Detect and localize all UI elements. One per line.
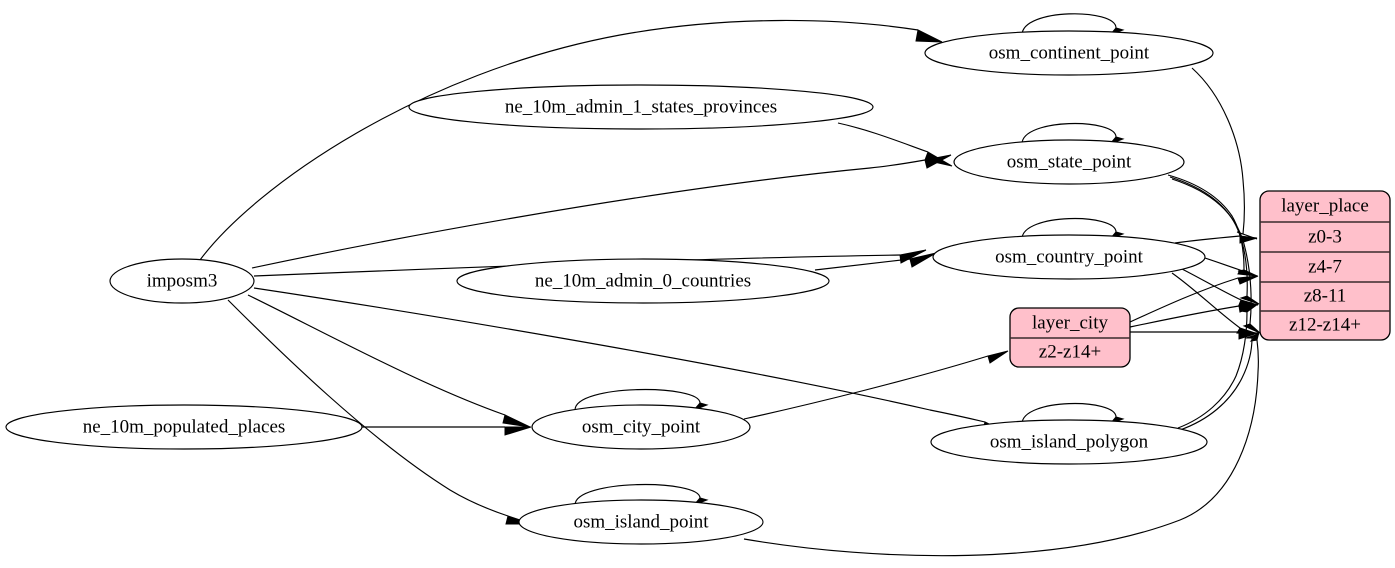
node-label-ne_10m_admin_1_states_provinces: ne_10m_admin_1_states_provinces bbox=[505, 96, 777, 117]
node-ne_10m_admin_0_countries[interactable]: ne_10m_admin_0_countries bbox=[456, 258, 830, 304]
edge-osm_island_point-to-layer_place-z12-z14 bbox=[743, 331, 1260, 557]
edge-layer_city-to-layer_place-z8-11 bbox=[1129, 303, 1259, 328]
edge-osm_city_point-to-layer_city-z2-z14 bbox=[743, 350, 1009, 420]
node-osm_country_point[interactable]: osm_country_point bbox=[932, 234, 1206, 280]
node-ne_10m_admin_1_states_provinces[interactable]: ne_10m_admin_1_states_provinces bbox=[408, 84, 874, 130]
node-osm_state_point[interactable]: osm_state_point bbox=[953, 139, 1185, 185]
node-label-osm_city_point: osm_city_point bbox=[582, 416, 701, 437]
edge-osm_island_polygon-to-layer_place-z8-11 bbox=[1177, 303, 1259, 429]
layer_place-row-z8-11-label: z8-11 bbox=[1304, 285, 1347, 306]
node-label-ne_10m_admin_0_countries: ne_10m_admin_0_countries bbox=[535, 270, 751, 291]
node-label-osm_state_point: osm_state_point bbox=[1007, 151, 1132, 172]
edge-layer_city-to-layer_place-z12-z14 bbox=[1130, 331, 1259, 340]
node-label-osm_country_point: osm_country_point bbox=[995, 246, 1143, 267]
node-osm_island_polygon[interactable]: osm_island_polygon bbox=[930, 419, 1208, 465]
edge-layer_city-to-layer_place-z4-7 bbox=[1129, 275, 1259, 323]
edge-ne_10m_admin_1_states_provinces-to-osm_state_point bbox=[837, 122, 953, 167]
node-ne_10m_populated_places[interactable]: ne_10m_populated_places bbox=[5, 404, 363, 450]
layer_place-header-label: layer_place bbox=[1281, 195, 1369, 216]
edge-osm_island_polygon-to-layer_place-z12-z14 bbox=[1179, 333, 1260, 431]
edge-imposm3-to-osm_city_point bbox=[247, 294, 531, 428]
edge-imposm3-to-osm_state_point bbox=[251, 154, 952, 269]
node-osm_continent_point[interactable]: osm_continent_point bbox=[924, 30, 1214, 76]
layer_place-row-z4-7-label: z4-7 bbox=[1308, 256, 1342, 277]
edge-ne_10m_populated_places-to-osm_city_point bbox=[362, 426, 532, 436]
layer_place-row-z12-z14-label: z12-z14+ bbox=[1289, 314, 1361, 335]
node-osm_island_point[interactable]: osm_island_point bbox=[518, 499, 764, 545]
node-label-osm_island_polygon: osm_island_polygon bbox=[990, 431, 1149, 452]
layer_city-header-label: layer_city bbox=[1032, 312, 1108, 333]
edge-imposm3-to-osm_continent_point bbox=[199, 19, 943, 261]
layer_city-row-z2-z14-label: z2-z14+ bbox=[1039, 341, 1101, 362]
edge-osm_continent_point-to-layer_place-z0-3 bbox=[1191, 67, 1258, 240]
node-label-osm_island_point: osm_island_point bbox=[573, 511, 709, 532]
node-label-osm_continent_point: osm_continent_point bbox=[989, 42, 1150, 63]
node-label-imposm3: imposm3 bbox=[147, 270, 218, 291]
edge-ne_10m_admin_0_countries-to-osm_country_point bbox=[814, 252, 937, 271]
node-label-ne_10m_populated_places: ne_10m_populated_places bbox=[83, 416, 286, 437]
edge-osm_country_point-to-layer_place-z8-11 bbox=[1179, 267, 1259, 306]
node-imposm3[interactable]: imposm3 bbox=[109, 258, 255, 304]
layer_place-row-z0-3-label: z0-3 bbox=[1308, 226, 1342, 247]
node-layer_city[interactable]: layer_city z2-z14+ bbox=[1009, 307, 1131, 368]
node-layer_place[interactable]: layer_place z0-3 z4-7 z8-11 z12-z14+ bbox=[1259, 190, 1391, 341]
node-osm_city_point[interactable]: osm_city_point bbox=[531, 404, 751, 450]
edge-osm_country_point-to-layer_place-z0-3 bbox=[1174, 235, 1258, 244]
